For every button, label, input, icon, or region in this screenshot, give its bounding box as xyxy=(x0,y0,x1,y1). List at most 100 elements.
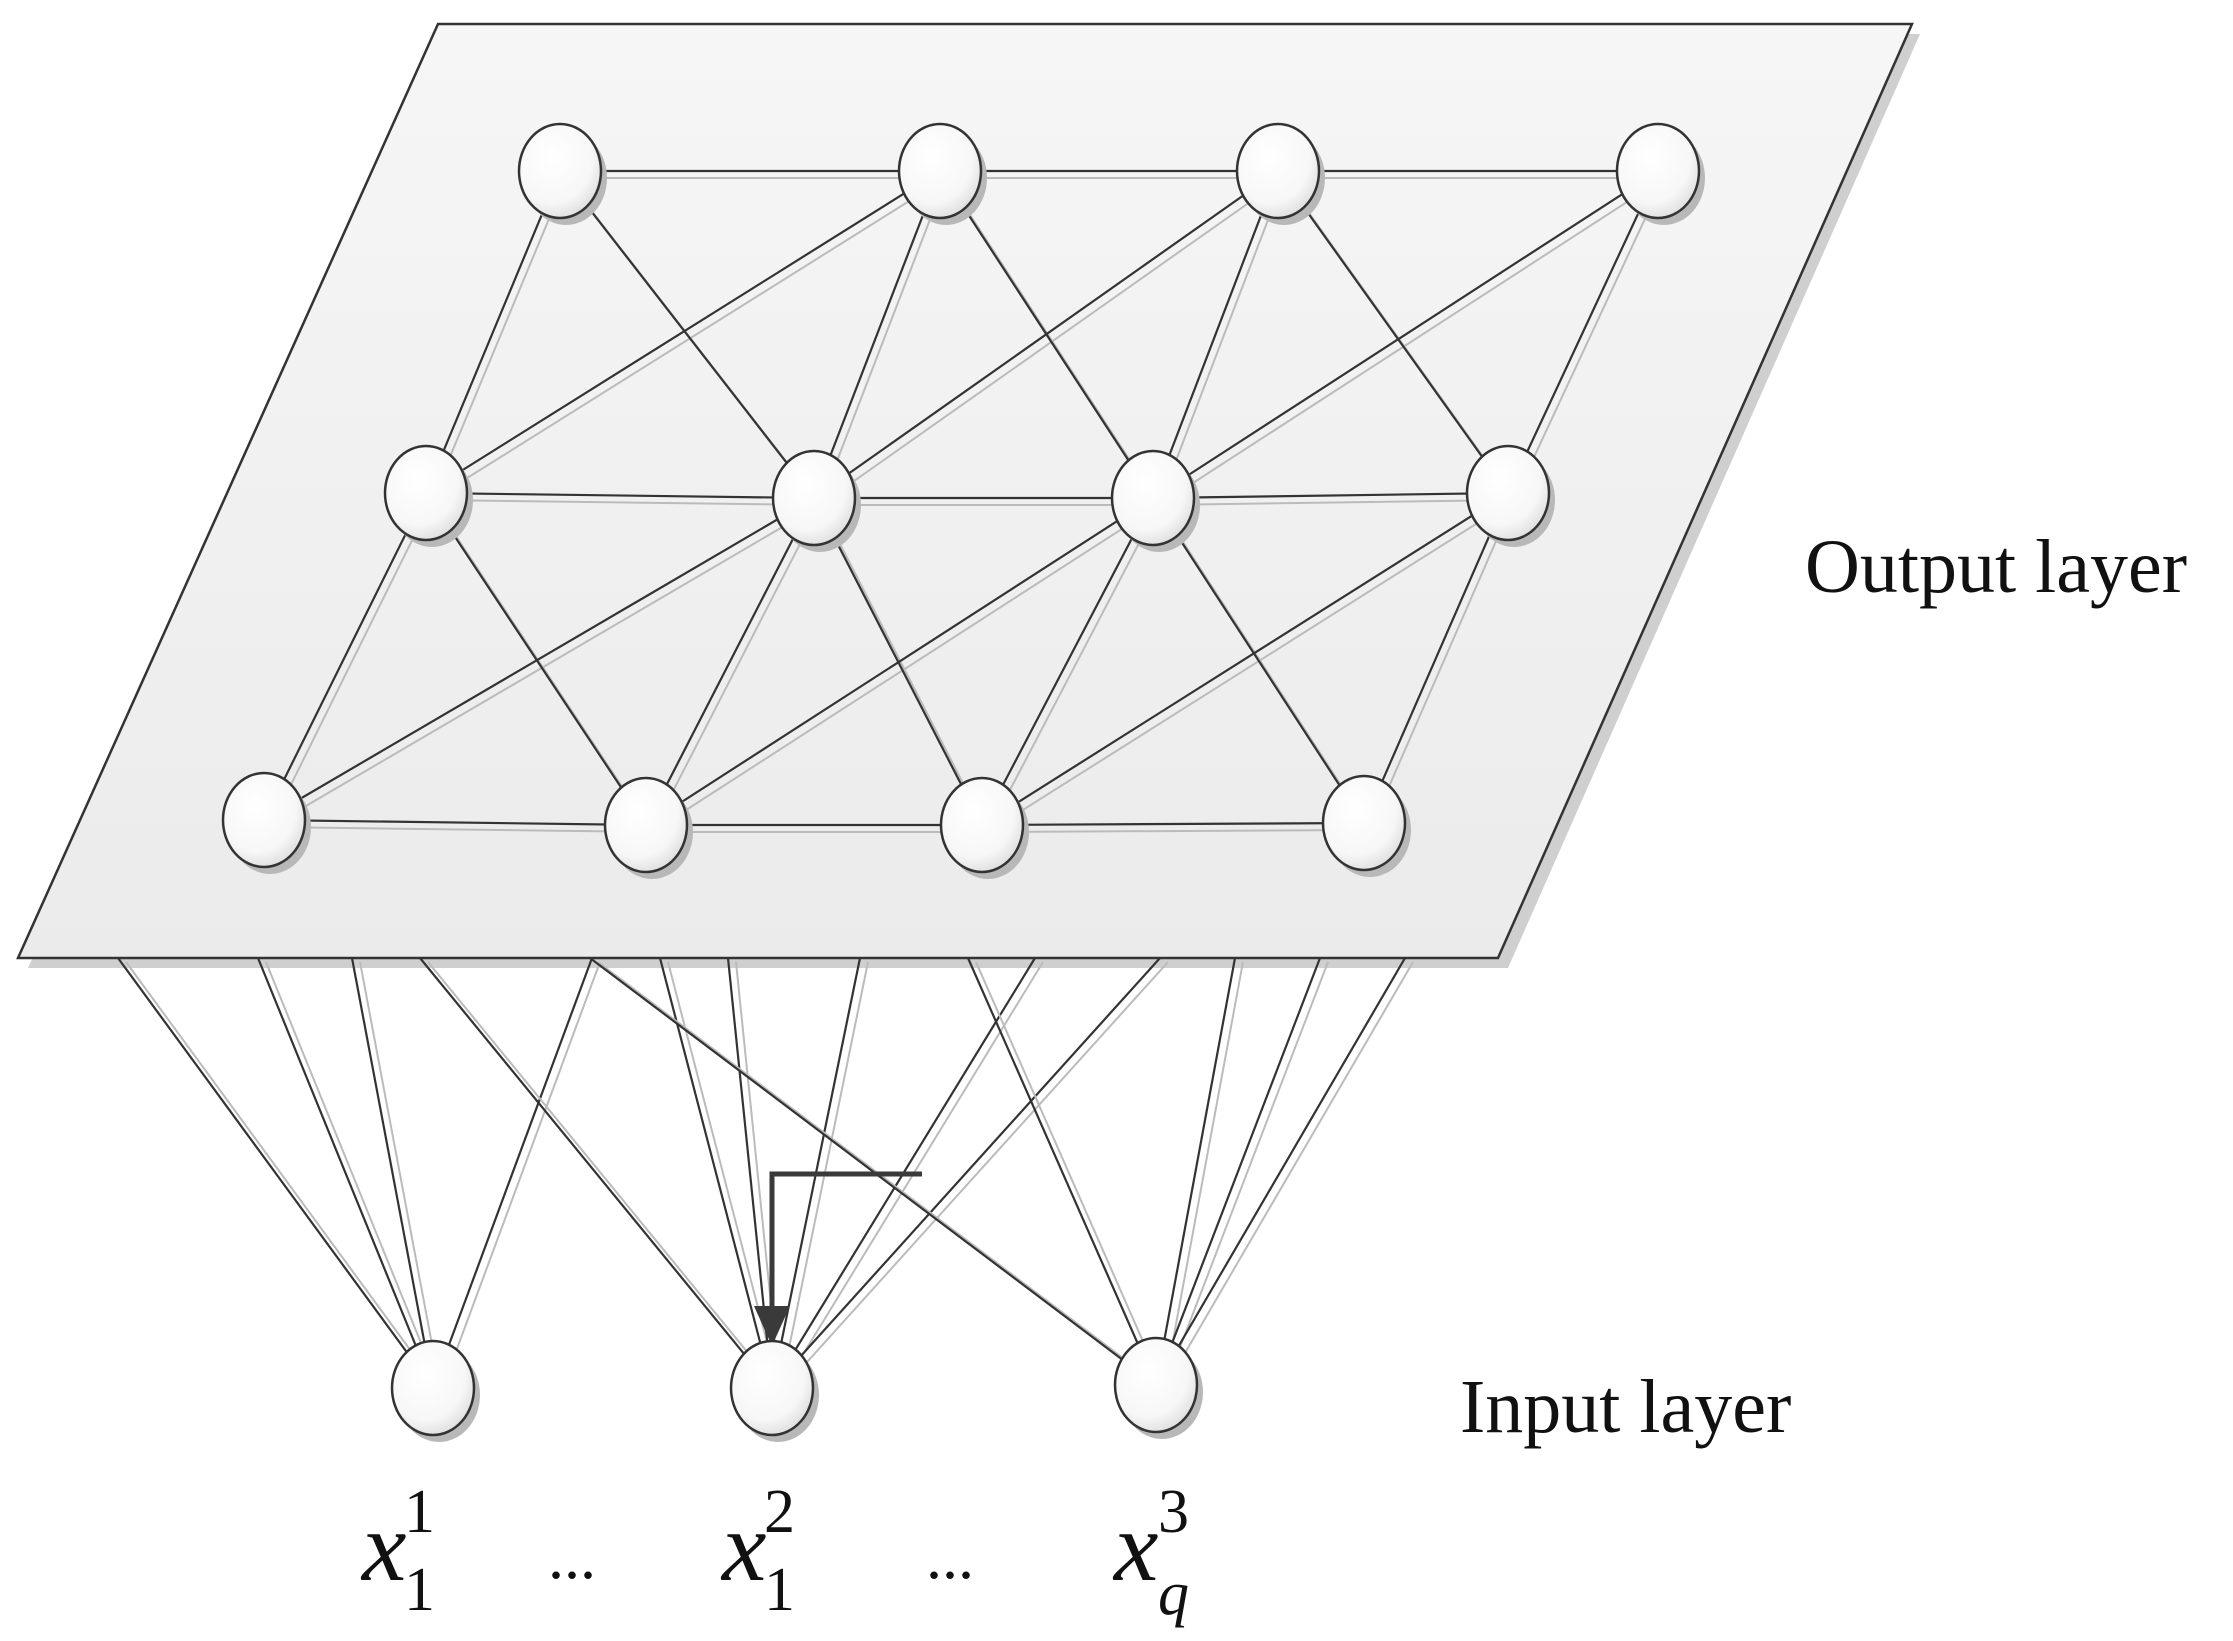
output-node-r3-c1-circle xyxy=(221,771,307,869)
output-node-r3-c4 xyxy=(1321,774,1411,877)
input-label-3-base: x xyxy=(1112,1491,1158,1602)
interlayer-edge xyxy=(431,957,594,1389)
plane-edge-shadow xyxy=(987,499,1515,833)
output-node-r2-c2-circle xyxy=(771,449,857,547)
plane-edge-shadow xyxy=(1369,499,1515,831)
winner-arrow-head xyxy=(754,1306,790,1346)
interlayer-edge xyxy=(1155,957,1406,1386)
output-node-r2-c3 xyxy=(1110,449,1200,552)
input-nodes xyxy=(390,1336,1203,1442)
plane-edge xyxy=(1152,497,1365,824)
plane-edge xyxy=(263,818,647,827)
input-label-3: x q 3 xyxy=(1112,1478,1189,1628)
plane-edge xyxy=(425,491,815,500)
output-node-r2-c3-circle xyxy=(1110,449,1196,547)
ellipsis-2: ... xyxy=(926,1521,974,1592)
plane-edge xyxy=(1152,170,1659,499)
output-node-r3-c3-circle xyxy=(939,776,1025,874)
interlayer-edge xyxy=(1154,957,1322,1386)
input-label-1-base: x xyxy=(360,1491,406,1602)
input-label-3-sub: q xyxy=(1158,1560,1189,1628)
output-plane xyxy=(16,22,1914,960)
plane-edge xyxy=(559,170,815,499)
interlayer-edge xyxy=(350,957,435,1389)
interlayer-edge xyxy=(117,957,434,1389)
plane-edge xyxy=(1151,170,1280,499)
interlayer-edge xyxy=(419,957,773,1389)
output-node-r1-c4 xyxy=(1615,122,1705,225)
interlayer-edge-shadow xyxy=(359,961,442,1393)
output-node-r1-c4-circle xyxy=(1615,122,1701,220)
plane-edge-shadow xyxy=(431,177,567,501)
interlayer-edge-shadow xyxy=(779,961,1044,1393)
input-label-2-base: x xyxy=(720,1491,766,1602)
plane-edge-shadow xyxy=(269,504,821,828)
ellipsis-1: ... xyxy=(548,1521,596,1592)
output-node-r1-c1 xyxy=(517,122,607,225)
output-node-r1-c3-circle xyxy=(1235,122,1321,220)
plane-edge-shadow xyxy=(651,504,821,833)
output-node-r2-c2 xyxy=(771,449,861,552)
plane-edge-shadow xyxy=(431,177,947,501)
input-layer-label: Input layer xyxy=(1460,1365,1791,1449)
plane-edge xyxy=(1362,492,1510,824)
output-node-r3-c4-circle xyxy=(1321,774,1407,872)
output-node-r1-c2-circle xyxy=(897,122,983,220)
plane-edge xyxy=(263,497,815,821)
plane-edge xyxy=(981,492,1509,826)
output-node-r3-c2 xyxy=(603,776,693,879)
interlayer-edge-shadow xyxy=(427,961,781,1393)
plane-edge xyxy=(1507,170,1659,494)
plane-edge-shadow xyxy=(1513,177,1665,501)
input-label-3-sup: 3 xyxy=(1158,1478,1189,1546)
input-node-2-circle xyxy=(729,1339,815,1437)
input-node-1-circle xyxy=(390,1339,476,1437)
output-node-r1-c2 xyxy=(897,122,987,225)
plane-edge-shadow xyxy=(431,499,653,833)
interlayer-edge xyxy=(256,957,435,1389)
output-node-r1-c3 xyxy=(1235,122,1325,225)
interlayer-edge-shadow xyxy=(779,961,869,1393)
input-label-1-sup: 1 xyxy=(404,1478,435,1546)
output-node-r3-c2-circle xyxy=(603,776,689,874)
plane-edge-shadow xyxy=(819,177,947,506)
plane-edge-shadow xyxy=(269,826,653,833)
interlayer-edge-shadow xyxy=(779,961,1169,1393)
plane-edge xyxy=(1277,170,1509,494)
output-node-r2-c4 xyxy=(1465,444,1555,547)
interlayer-edge xyxy=(771,957,1161,1389)
plane-edge-shadow xyxy=(1158,499,1515,506)
input-label-1-sub: 1 xyxy=(404,1556,435,1624)
interlayer-edge-shadow xyxy=(125,961,442,1393)
interlayer-edge xyxy=(658,957,774,1389)
plane-edges xyxy=(263,169,1665,833)
plane-edge xyxy=(645,497,815,826)
plane-edge-shadow xyxy=(651,504,1160,833)
plane-edge xyxy=(813,170,1279,499)
output-node-r3-c3 xyxy=(939,776,1029,879)
plane-edge-shadow xyxy=(269,499,433,828)
input-label-2-sub: 1 xyxy=(764,1556,795,1624)
input-node-3-circle xyxy=(1113,1336,1199,1434)
interlayer-edge xyxy=(1154,957,1237,1386)
output-node-r2-c1 xyxy=(383,444,473,547)
interlayer-edge-shadow xyxy=(265,961,442,1393)
output-node-r2-c4-circle xyxy=(1465,444,1551,542)
output-nodes xyxy=(221,122,1705,879)
plane-edge xyxy=(981,497,1154,826)
plane-edge xyxy=(424,170,562,494)
input-node-3 xyxy=(1113,1336,1203,1439)
plane-edge-shadow xyxy=(1158,177,1665,506)
interlayer-edge-shadow xyxy=(440,961,601,1393)
plane-edge xyxy=(645,497,1154,826)
plane-edge xyxy=(981,821,1365,827)
input-node-1 xyxy=(390,1339,480,1442)
interlayer-edge-shadow xyxy=(1163,961,1329,1390)
plane-edge-shadow xyxy=(987,829,1371,833)
plane-edge-shadow xyxy=(1158,177,1285,506)
plane-edge xyxy=(812,170,942,499)
output-node-r1-c1-circle xyxy=(517,122,603,220)
plane-edge xyxy=(425,170,941,494)
plane-edge xyxy=(263,492,427,821)
